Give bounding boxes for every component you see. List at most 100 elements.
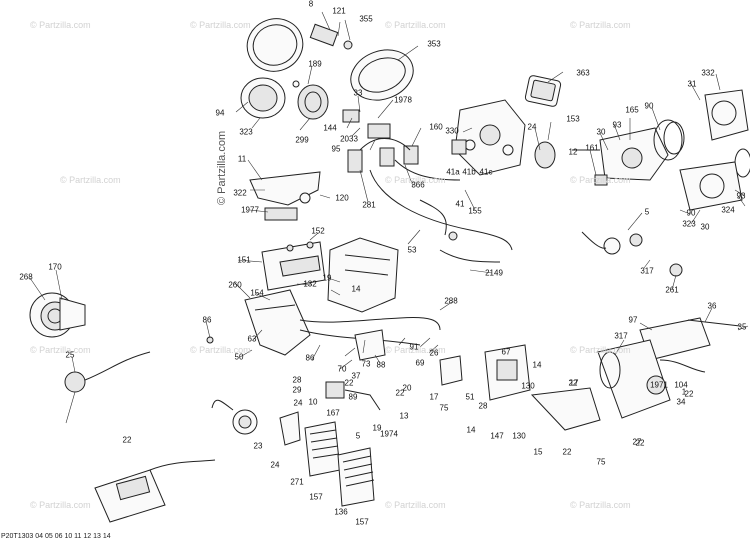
connector [342,109,360,123]
callout-41b: 41b [462,167,476,177]
callout-366: 366 [411,180,425,190]
callout-31: 31 [687,79,697,89]
watermark: © Partzilla.com [385,500,446,510]
relay [325,381,345,399]
callout-330: 330 [445,126,459,136]
callout-355: 355 [359,14,373,24]
callout-132: 132 [303,279,317,289]
callout-27: 27 [632,437,642,447]
callout-104: 104 [674,380,688,390]
callout-11: 11 [237,154,247,164]
callout-17: 17 [429,392,439,402]
watermark: © Partzilla.com [570,345,631,355]
callout-41a: 41a [446,167,460,177]
callout-160: 160 [429,122,443,132]
callout-69: 69 [415,358,425,368]
callout-322: 322 [233,188,247,198]
callout-15: 15 [533,447,543,457]
callout-1974: 1974 [380,429,398,439]
voltage-regulator-2 [337,447,375,507]
watermark: © Partzilla.com [190,20,251,30]
callout-130: 130 [521,381,535,391]
callout-12: 12 [568,147,578,157]
callout-23: 23 [253,441,263,451]
callout-26: 26 [429,348,439,358]
callout-10: 10 [308,397,318,407]
watermark: © Partzilla.com [385,20,446,30]
callout-90: 90 [686,208,696,218]
callout-1971: 1971 [650,380,668,390]
watermark: © Partzilla.com [385,345,446,355]
callout-323: 323 [239,127,253,137]
watermark: © Partzilla.com [30,345,91,355]
callout-90: 90 [644,101,654,111]
watermark: © Partzilla.com [30,20,91,30]
callout-271: 271 [290,477,304,487]
callout-1978: 1978 [394,95,412,105]
watermark-vertical: © Partzilla.com [216,130,228,205]
callout-281: 281 [362,200,376,210]
callout-22: 22 [122,435,132,445]
drawing-code: P20T1303 04 05 06 10 11 12 13 14 [1,533,111,540]
instrument-cluster [297,84,329,120]
bracket [534,141,556,169]
callout-94: 94 [215,108,225,118]
electrical-box [244,289,311,356]
callout-41c: 41c [479,167,493,177]
callout-170: 170 [48,262,62,272]
callout-13: 13 [399,411,409,421]
callout-130: 130 [512,431,526,441]
callout-157: 157 [309,492,323,502]
winch-motor [597,339,671,419]
callout-317: 317 [640,266,654,276]
callout-147: 147 [490,431,504,441]
callout-324: 324 [721,205,735,215]
callout-261: 261 [665,285,679,295]
callout-154: 154 [250,288,264,298]
callout-88: 88 [376,360,386,370]
callout-1977: 1977 [241,205,259,215]
callout-5: 5 [644,207,650,217]
callout-14: 14 [466,425,476,435]
callout-28: 28 [292,375,302,385]
callout-2033: 2033 [340,134,358,144]
callout-35: 35 [737,322,747,332]
callout-28: 28 [478,401,488,411]
callout-93: 93 [612,120,622,130]
callout-41: 41 [455,199,465,209]
callout-86: 86 [305,353,315,363]
callout-24: 24 [270,460,280,470]
callout-24: 24 [293,398,303,408]
callout-95: 95 [331,144,341,154]
callout-155: 155 [468,206,482,216]
callout-1: 1 [681,387,687,397]
callout-22: 22 [635,438,645,448]
callout-24: 24 [527,122,537,132]
callout-121: 121 [332,6,346,16]
callout-51: 51 [465,392,475,402]
callout-317: 317 [614,331,628,341]
callout-5: 5 [355,431,361,441]
callout-33: 33 [353,88,363,98]
callout-93: 93 [736,191,746,201]
callout-22: 22 [395,388,405,398]
callout-73: 73 [361,359,371,369]
ground-cable [299,317,441,331]
callout-167: 167 [326,408,340,418]
callout-97: 97 [628,315,638,325]
callout-268: 268 [19,272,33,282]
callout-363: 363 [576,68,590,78]
callout-22: 22 [344,378,354,388]
battery-tray [327,237,399,313]
signal-lamp [64,371,86,393]
callout-89: 89 [348,392,358,402]
callout-30: 30 [596,127,606,137]
callout-36: 36 [707,301,717,311]
callout-353: 353 [427,39,441,49]
callout-323: 323 [682,219,696,229]
callout-70: 70 [337,364,347,374]
callout-53: 53 [407,245,417,255]
callout-8: 8 [308,0,314,9]
